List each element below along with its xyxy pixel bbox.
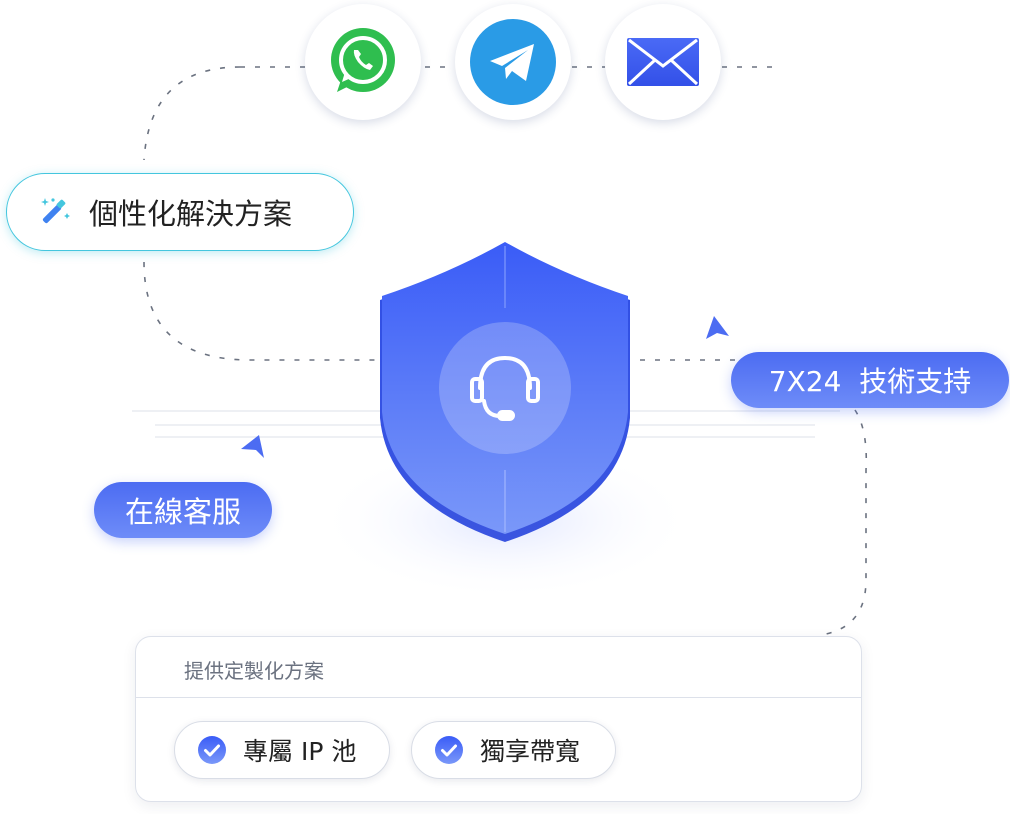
telegram-icon: [470, 19, 556, 105]
magic-wand-icon: [41, 198, 70, 224]
online-service-pill: 在線客服: [94, 482, 272, 538]
pointer-arrow-icon: [706, 316, 729, 339]
card-divider: [136, 697, 861, 698]
support-24x7-pill: 7X24 技術支持: [731, 352, 1009, 408]
personalized-solution-label: 個性化解決方案: [89, 197, 293, 231]
whatsapp-icon: [331, 28, 395, 92]
headset-icon: [470, 355, 540, 421]
custom-solution-title: 提供定製化方案: [184, 659, 324, 683]
personalized-solution-pill: 個性化解決方案: [6, 173, 354, 251]
dedicated-ip-pool-option[interactable]: 專屬 IP 池: [174, 721, 390, 779]
support-24x7-label: 7X24 技術支持: [768, 365, 972, 398]
telegram-button[interactable]: [455, 4, 571, 120]
check-circle-icon: [198, 736, 226, 764]
exclusive-bandwidth-label: 獨享帶寬: [480, 737, 581, 766]
email-button[interactable]: [605, 4, 721, 120]
check-circle-icon: [435, 736, 463, 764]
online-service-label: 在線客服: [124, 495, 241, 529]
dedicated-ip-pool-label: 專屬 IP 池: [243, 737, 357, 766]
pointer-arrow-icon: [241, 435, 264, 458]
custom-solution-card: 提供定製化方案 專屬 IP 池 獨享帶寬: [135, 636, 862, 802]
exclusive-bandwidth-option[interactable]: 獨享帶寬: [411, 721, 616, 779]
mail-icon: [627, 38, 699, 86]
whatsapp-button[interactable]: [305, 4, 421, 120]
shield-icon: [380, 242, 630, 542]
